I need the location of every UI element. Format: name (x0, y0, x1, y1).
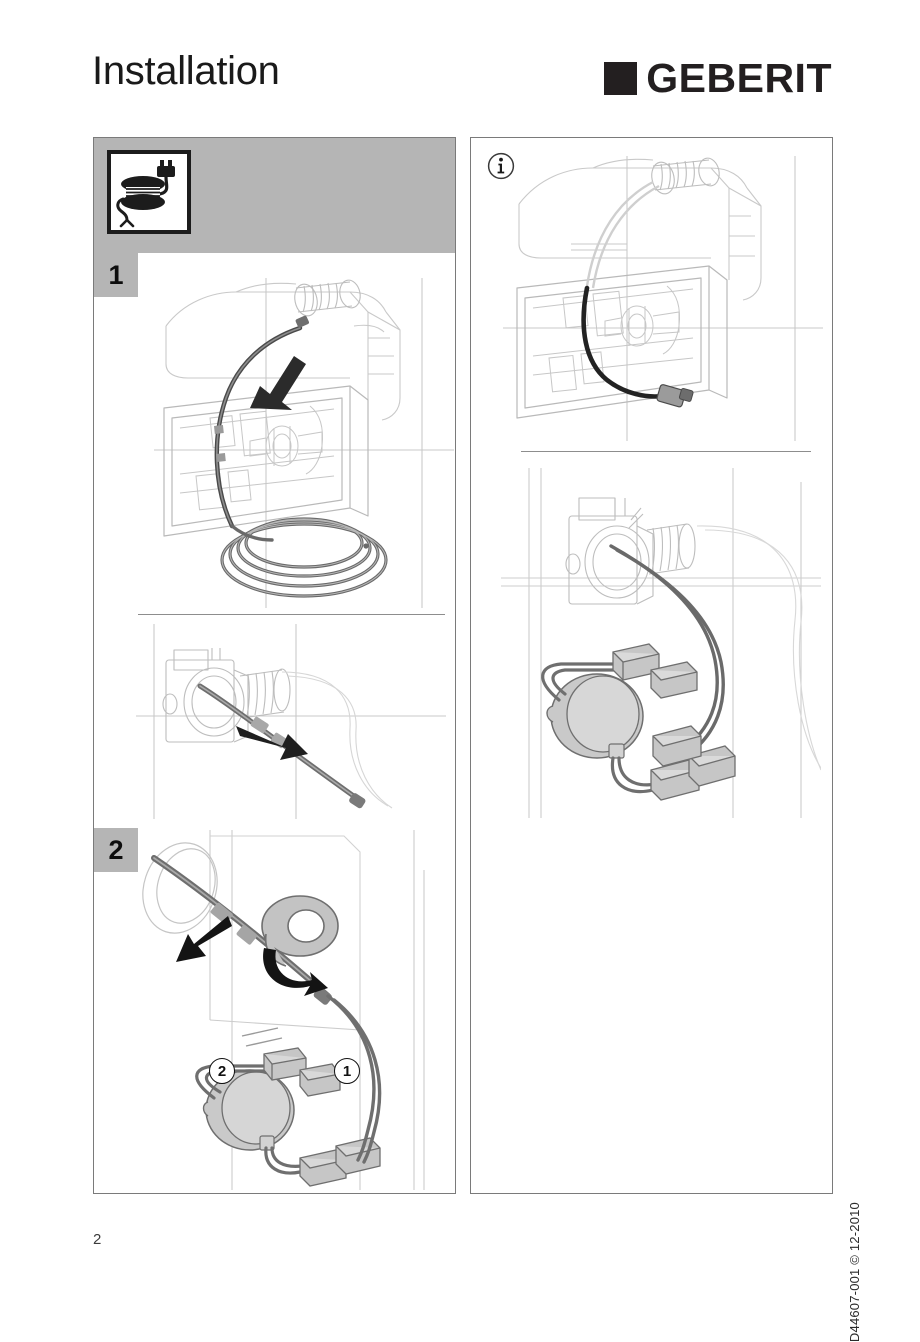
information-panel (470, 137, 833, 1194)
figure-wallbox-transformer-connectors (501, 468, 821, 818)
document-code: D44607-001 © 12-2010 (847, 1202, 862, 1342)
step-sequence-panel: 1 (93, 137, 456, 1194)
page-number: 2 (93, 1231, 102, 1248)
figure-wall-box-cable-pull-out (136, 624, 446, 819)
figure-installed-cable-connector (503, 156, 823, 441)
information-icon (487, 152, 515, 180)
panel-divider-right-1 (521, 451, 811, 452)
panel-divider-left-1 (138, 614, 445, 615)
brand-name: GEBERIT (646, 55, 832, 101)
callout-2: 2 (209, 1058, 235, 1084)
brand-logo: GEBERIT (604, 58, 832, 99)
figure-cistern-frame-cable-routing (154, 278, 454, 608)
step-number-2: 2 (94, 828, 138, 872)
callout-1: 1 (334, 1058, 360, 1084)
figure-cable-gland-rotate-pull (114, 830, 454, 1190)
page-header: Installation GEBERIT (0, 0, 920, 130)
cable-reel-icon (107, 150, 191, 234)
brand-square-icon (604, 62, 638, 95)
step-number-1: 1 (94, 253, 138, 297)
page-title: Installation (92, 49, 280, 93)
